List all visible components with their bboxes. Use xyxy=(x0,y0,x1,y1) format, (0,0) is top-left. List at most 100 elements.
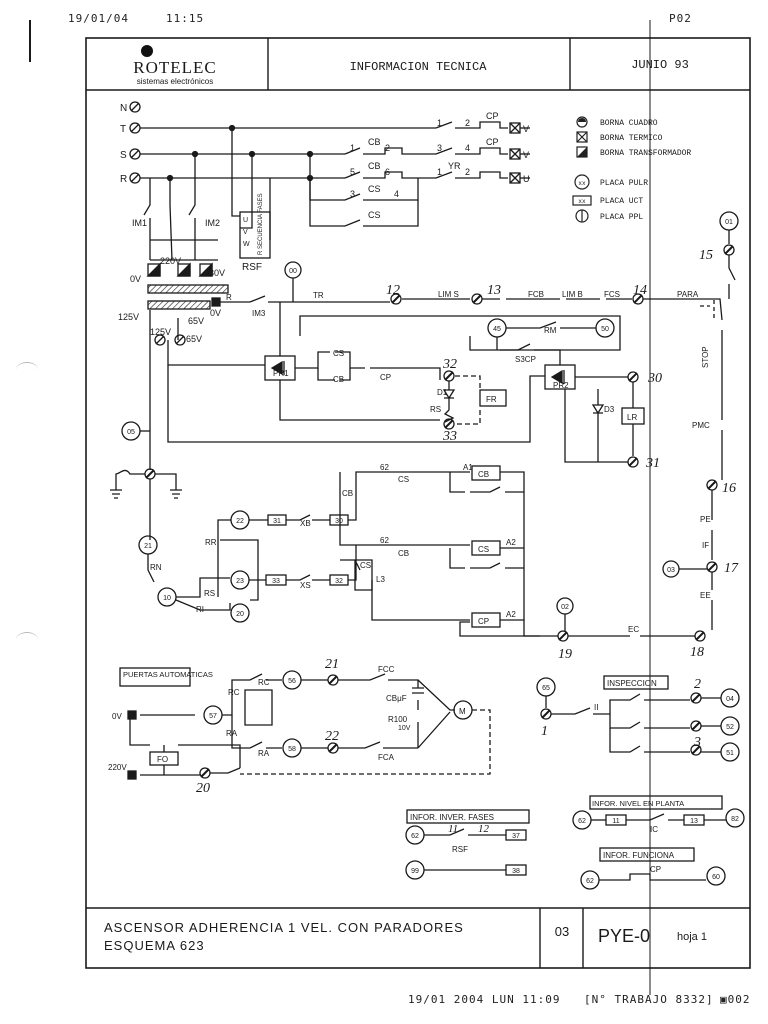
contact-label: 1 xyxy=(437,167,442,177)
handwritten-number: 13 xyxy=(487,283,501,298)
legend-item: xx PLACA PULR xyxy=(574,174,648,190)
transformer-core xyxy=(147,284,229,294)
node-label: 60 xyxy=(712,874,720,881)
coil-label: CS xyxy=(478,545,489,554)
legend-label: BORNA TRANSFORMADOR xyxy=(600,149,691,158)
node-label: 52 xyxy=(726,724,734,731)
node-label: 99 xyxy=(411,868,419,875)
borna-termico-icon xyxy=(576,131,588,143)
placa-label: 37 xyxy=(512,833,520,840)
doc-description: ASCENSOR ADHERENCIA 1 VEL. CON PARADORES xyxy=(104,920,464,935)
node-label: 45 xyxy=(493,326,501,333)
coil-label: CP xyxy=(478,617,489,626)
contactor-label: YR xyxy=(448,161,461,171)
contact-label: 3 xyxy=(350,189,355,199)
puertas-box xyxy=(119,667,191,687)
contactor-label: CP xyxy=(486,137,499,147)
contact-label: 4 xyxy=(465,143,470,153)
infor-inver-box xyxy=(406,809,530,824)
relay-circuit xyxy=(110,421,540,637)
contact-label: 1 xyxy=(350,143,355,153)
fax-page-footer: ▣002 xyxy=(720,993,751,1006)
capacitor-label: CBμF xyxy=(386,694,407,703)
node-label: 23 xyxy=(236,578,244,585)
legend-label: PLACA PULR xyxy=(600,179,648,188)
supply-line-label: R xyxy=(120,174,127,185)
switch-label: IC xyxy=(650,825,658,834)
handwritten-number: 1 xyxy=(541,724,548,739)
node-82 xyxy=(725,808,745,828)
borna-33 xyxy=(443,418,455,430)
switch-label: RM xyxy=(544,326,557,335)
coil-label: CB xyxy=(478,470,489,479)
switch-label: PMC xyxy=(692,421,710,430)
node-label: 20 xyxy=(236,611,244,618)
rsf-terminal: W xyxy=(243,241,250,248)
switch-label: IF xyxy=(702,541,709,550)
contactor-label: CB xyxy=(368,161,381,171)
inspeccion-label: INSPECCION xyxy=(607,679,657,688)
coil-cb xyxy=(471,465,501,481)
power-labels: 1 2 CP V 1 CB 2 3 4 CP V 5 CB 6 1 YR 2 U… xyxy=(118,111,530,344)
transformer-label: 0V xyxy=(210,308,221,318)
binder-hole-top xyxy=(16,362,38,377)
handwritten-number: 2 xyxy=(694,677,701,692)
fo-label: FO xyxy=(157,755,168,764)
contactor-label: CS xyxy=(368,184,381,194)
legend-item: BORNA CUADRO xyxy=(576,116,658,128)
info-label: INFOR. NIVEL EN PLANTA xyxy=(592,799,684,808)
switch-label: IM3 xyxy=(252,309,266,318)
transformer-label: 125V xyxy=(118,312,139,322)
placa-label: 38 xyxy=(512,868,520,875)
node-label: 03 xyxy=(667,567,675,574)
coil-terminal-label: A1 xyxy=(463,463,473,472)
relay-contact-label: RI xyxy=(196,605,204,614)
door-circuit xyxy=(119,667,491,780)
info-label: RSF xyxy=(452,845,468,854)
node-label: 21 xyxy=(144,543,152,550)
node-20 xyxy=(230,603,250,623)
node-label: 50 xyxy=(601,326,609,333)
contact-label: CB xyxy=(342,489,353,498)
company-name: ROTELEC xyxy=(133,58,217,77)
handwritten-number: 19 xyxy=(558,647,572,662)
placa-label: 31 xyxy=(273,518,281,525)
switch-label: PE xyxy=(700,515,711,524)
legend-item: BORNA TERMICO xyxy=(576,131,663,143)
placa-label: 13 xyxy=(690,818,698,825)
handwritten-number: 15 xyxy=(699,248,713,263)
voltage-label: 125V xyxy=(150,327,171,337)
resistor-label: R100 xyxy=(388,715,408,724)
contact-label: CS xyxy=(398,475,409,484)
rsf-terminal: V xyxy=(243,229,248,236)
contact-label: CP xyxy=(380,373,391,382)
node-label: 62 xyxy=(586,878,594,885)
info-label: INFOR. FUNCIONA xyxy=(603,851,675,860)
supply-line-label: S xyxy=(120,150,127,161)
handwritten-number: 3 xyxy=(693,735,701,750)
info-blocks xyxy=(405,795,745,890)
node-label: 56 xyxy=(288,678,296,685)
contact-label: CS xyxy=(360,561,371,570)
switch-label: FCC xyxy=(378,665,395,674)
handwritten-number: 12 xyxy=(478,823,490,835)
legend-item: BORNA TRANSFORMADOR xyxy=(576,146,691,158)
placa-label: 11 xyxy=(612,818,619,825)
rotelec-logo-dot xyxy=(141,45,153,57)
safety-chain xyxy=(211,211,739,642)
contact-label: 62 xyxy=(380,463,389,472)
contact-label: 1 xyxy=(437,118,442,128)
supply-terminal xyxy=(129,101,141,113)
relay-contact-label: RS xyxy=(204,589,215,598)
relay-contact-label: RA xyxy=(258,749,270,758)
terminal-65v xyxy=(174,334,186,346)
legend-label: PLACA PPL xyxy=(600,213,643,222)
switch-label: II xyxy=(594,703,598,712)
transformer-core-2 xyxy=(147,300,211,310)
doc-code: PYE-0 xyxy=(598,926,650,946)
node-label: 01 xyxy=(725,219,733,226)
motor-label: M xyxy=(459,707,466,716)
relay-label: FR xyxy=(486,395,497,404)
contact-label: CP xyxy=(650,865,661,874)
info-label: INFOR. INVER. FASES xyxy=(410,813,494,822)
